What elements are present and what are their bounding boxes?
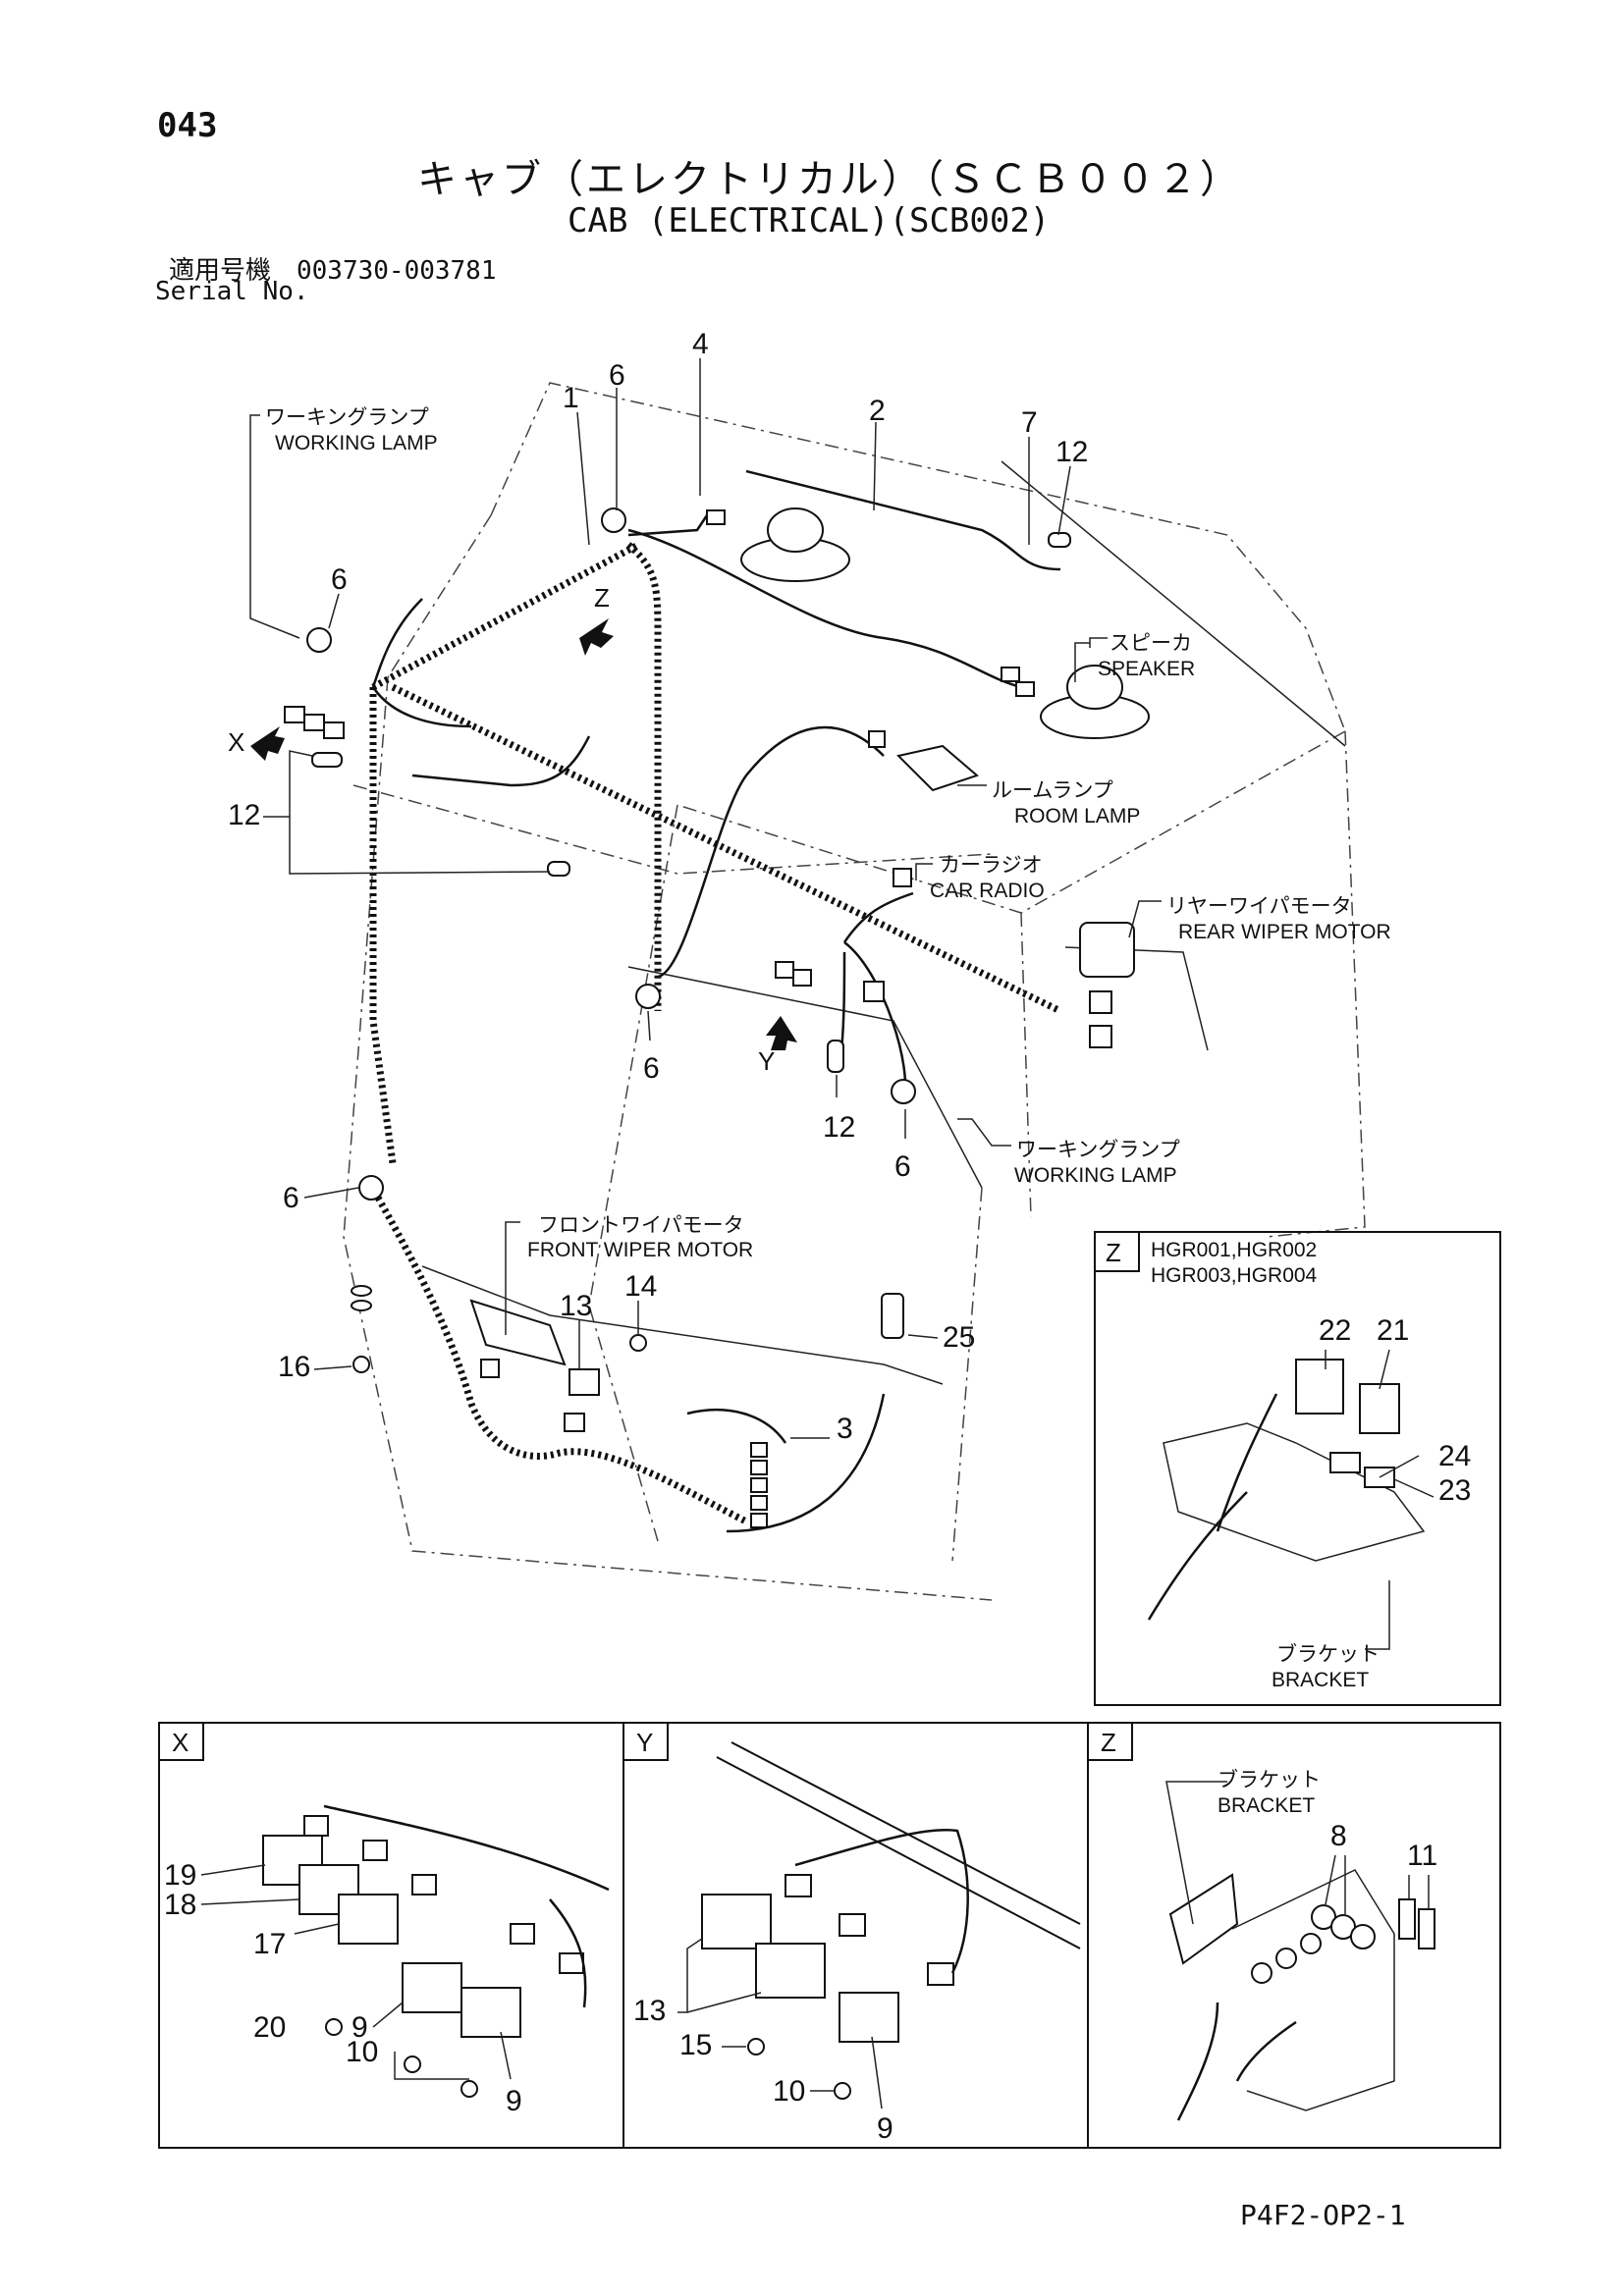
part-number-6-top: 6	[609, 359, 625, 392]
detail-z-part-11: 11	[1407, 1840, 1437, 1872]
detail-x-part-10: 10	[346, 2036, 378, 2068]
component-shapes	[284, 507, 1150, 1528]
working-lamp-left-jp: ワーキングランプ	[265, 406, 429, 429]
part-number-6-center: 6	[643, 1052, 660, 1085]
part-number-12-left: 12	[228, 799, 260, 831]
serial-label: Serial No.	[155, 277, 309, 306]
callouts: ワーキングランプ WORKING LAMP スピーカ SPEAKER ルームラン…	[265, 406, 1391, 1261]
detail-x-label: X	[172, 1728, 189, 1757]
view-arrow-z-label: Z	[594, 583, 610, 613]
detail-x-part-17: 17	[253, 1928, 286, 1960]
leader-lines	[249, 358, 1162, 1439]
detail-z-models-2: HGR003,HGR004	[1151, 1264, 1318, 1287]
working-lamp-right-en: WORKING LAMP	[1014, 1164, 1177, 1187]
drawing-code: P4F2-OP2-1	[1240, 2199, 1406, 2231]
title-japanese: キャブ（エレクトリカル）（ＳＣＢ００２）	[417, 157, 1242, 202]
bottom-detail-frames	[158, 1722, 1501, 2149]
bracket-top-jp: ブラケット	[1276, 1643, 1380, 1666]
part-number-1: 1	[563, 382, 579, 414]
serial-range: 適用号機 003730-003781	[169, 256, 497, 286]
view-arrow-y-label: Y	[758, 1046, 775, 1076]
part-number-2: 2	[869, 395, 886, 427]
speaker-en: SPEAKER	[1098, 658, 1195, 680]
front-wiper-en: FRONT WIPER MOTOR	[527, 1239, 753, 1261]
detail-z-models-1: HGR001,HGR002	[1151, 1239, 1317, 1261]
detail-y-part-13: 13	[633, 1995, 666, 2027]
detail-y-part-15: 15	[679, 2029, 712, 2061]
part-number-6-left: 6	[331, 563, 348, 596]
cab-outline	[343, 382, 1366, 1601]
detail-x-part-20: 20	[253, 2011, 286, 2044]
wiring-harness	[369, 469, 1062, 1533]
part-number-3: 3	[837, 1413, 853, 1445]
part-number-13: 13	[560, 1290, 592, 1322]
working-lamp-left-en: WORKING LAMP	[275, 432, 438, 454]
detail-y-part-9: 9	[877, 2112, 893, 2145]
main-part-numbers: 1 2 3 4 6 6 6 6 6 7 12 12 12 13 14 16 25	[228, 328, 1088, 1445]
page-number: 043	[157, 106, 218, 145]
detail-x-part-18: 18	[164, 1889, 196, 1921]
part-number-4: 4	[692, 328, 709, 360]
title-english: CAB (ELECTRICAL)(SCB002)	[568, 201, 1051, 240]
part-number-7: 7	[1021, 406, 1038, 439]
part-number-12-center: 12	[823, 1111, 855, 1144]
part-number-16: 16	[278, 1351, 310, 1383]
rear-wiper-jp: リヤーワイパモータ	[1166, 895, 1352, 918]
view-arrow-x-label: X	[228, 727, 244, 757]
detail-y-label: Y	[636, 1728, 653, 1757]
view-arrows: X Z Y	[228, 583, 797, 1076]
part-number-6-bottom: 6	[283, 1182, 299, 1214]
detail-z-part-22: 22	[1319, 1314, 1351, 1347]
speaker-jp: スピーカ	[1110, 632, 1192, 655]
part-number-14: 14	[624, 1270, 657, 1303]
detail-z-part-8: 8	[1330, 1820, 1347, 1852]
part-number-12-top: 12	[1056, 436, 1088, 468]
detail-x-part-19: 19	[164, 1859, 196, 1892]
car-radio-jp: カーラジオ	[940, 854, 1043, 877]
working-lamp-right-jp: ワーキングランプ	[1016, 1139, 1180, 1161]
detail-x-part-9b: 9	[506, 2085, 522, 2117]
detail-z-part-24: 24	[1438, 1440, 1471, 1472]
detail-z-part-21: 21	[1377, 1314, 1409, 1347]
detail-z-part-23: 23	[1438, 1474, 1471, 1507]
rear-wiper-en: REAR WIPER MOTOR	[1178, 921, 1391, 943]
part-number-6-right: 6	[894, 1150, 911, 1183]
car-radio-en: CAR RADIO	[930, 880, 1045, 902]
detail-x-part-9a: 9	[352, 2011, 368, 2044]
room-lamp-jp: ルームランプ	[992, 779, 1113, 802]
front-wiper-jp: フロントワイパモータ	[538, 1214, 744, 1237]
part-number-25: 25	[943, 1321, 975, 1354]
detail-y-part-10: 10	[773, 2075, 805, 2108]
detail-z-label: Z	[1101, 1728, 1116, 1757]
detail-z-bottom: Z ブラケット BRACKET 8 11	[1101, 1728, 1437, 2121]
detail-x: X 19 18 17 20 9 10 9	[164, 1728, 610, 2117]
room-lamp-en: ROOM LAMP	[1014, 805, 1140, 828]
detail-z-top: Z HGR001,HGR002 HGR003,HGR004 22 21 24 2…	[1094, 1231, 1501, 1706]
bracket-top-en: BRACKET	[1272, 1669, 1369, 1691]
bracket-bottom-en: BRACKET	[1218, 1794, 1315, 1817]
detail-z-top-label: Z	[1106, 1238, 1121, 1267]
detail-y: Y 13 15 10 9	[633, 1728, 1081, 2145]
bracket-bottom-jp: ブラケット	[1218, 1769, 1321, 1791]
